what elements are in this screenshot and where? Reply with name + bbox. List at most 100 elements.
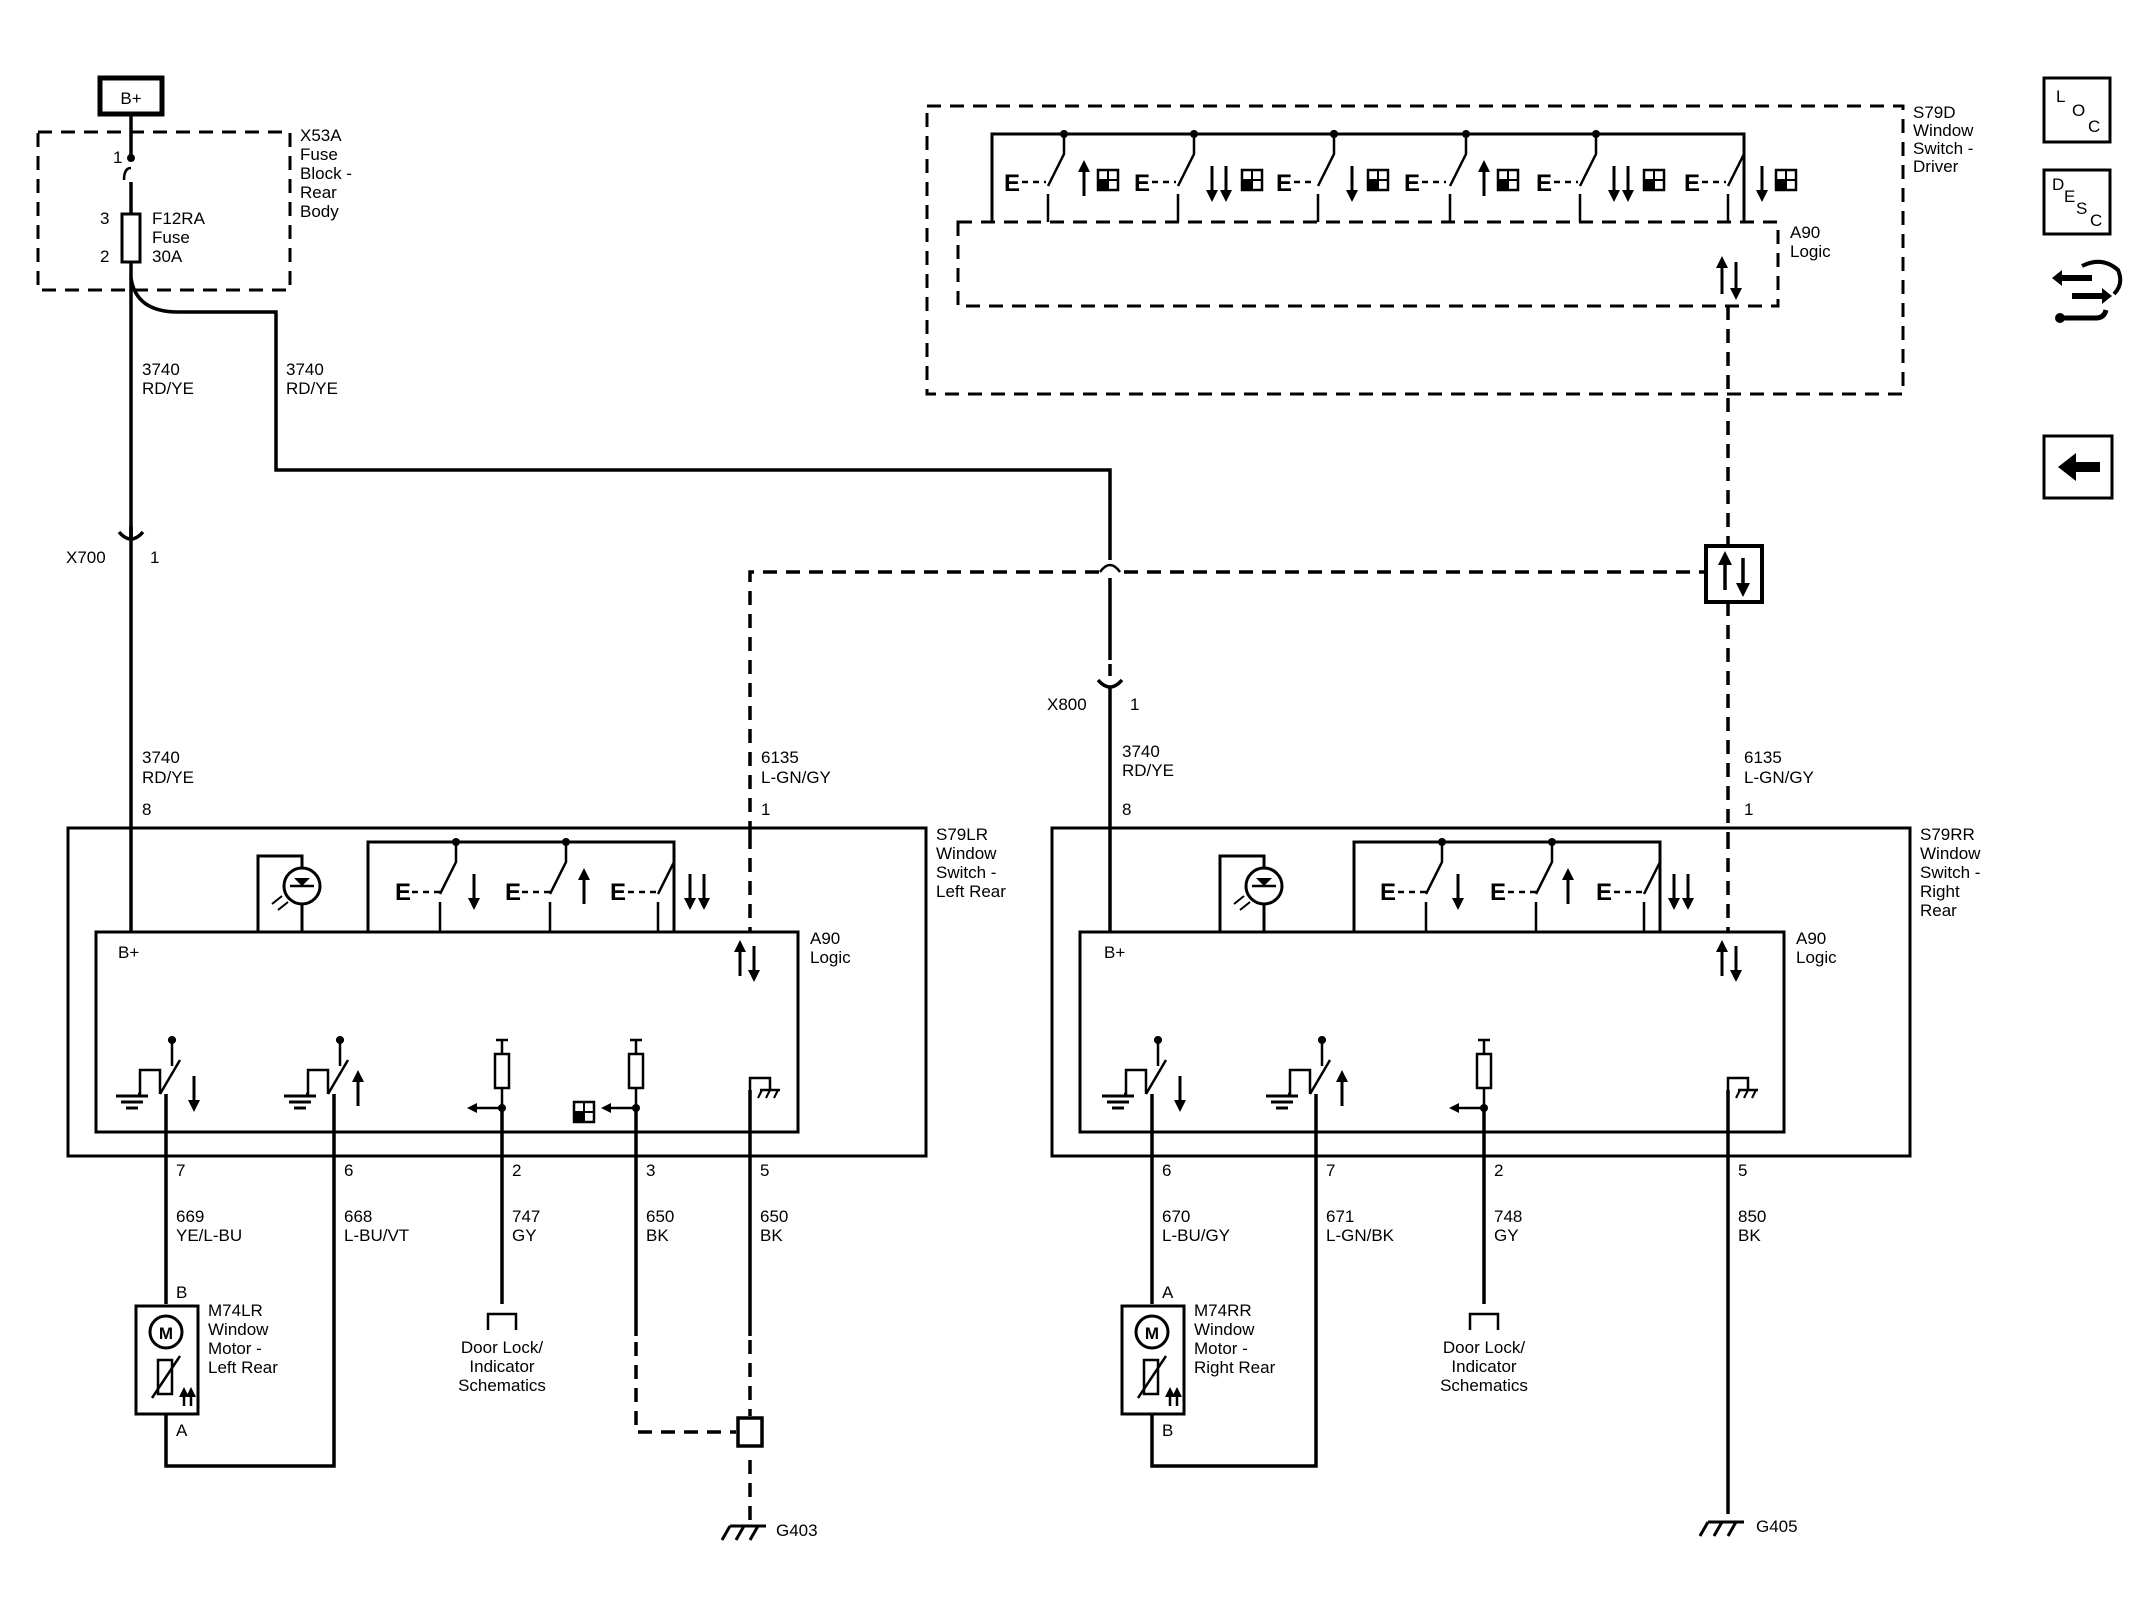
lr-pin-bottom-3: 2 bbox=[512, 1161, 521, 1180]
lr-motor-symbol bbox=[148, 1314, 184, 1350]
rr-motor-name-2: Window bbox=[1194, 1320, 1255, 1339]
lr-motor-pin-top: B bbox=[176, 1283, 187, 1302]
lr-pin-bottom-4: 3 bbox=[646, 1161, 655, 1180]
driver-switch-4: E bbox=[1404, 130, 1520, 222]
desc-letter-s: S bbox=[2076, 199, 2087, 218]
rr-switch-up: E bbox=[1490, 842, 1574, 932]
connector-view-icon[interactable] bbox=[2052, 259, 2123, 323]
rr-switch-down: E bbox=[1380, 842, 1464, 932]
rr-wire-col-1: L-BU/GY bbox=[1162, 1226, 1230, 1245]
lr-indicator-input bbox=[572, 1038, 645, 1124]
lr-ground-label: G403 bbox=[776, 1521, 818, 1540]
lr-switch-name-4: Left Rear bbox=[936, 882, 1006, 901]
lr-pin-bottom-2: 6 bbox=[344, 1161, 353, 1180]
fuse-block: B+ X53A Fuse Block - Rear Body 1 3 2 F12… bbox=[36, 75, 352, 540]
rr-switch-name-5: Rear bbox=[1920, 901, 1957, 920]
lr-ground-splice bbox=[736, 1416, 764, 1448]
loc-letter-l: L bbox=[2056, 87, 2065, 106]
fuse-name-1: F12RA bbox=[152, 209, 206, 228]
lr-relay-up bbox=[282, 1036, 364, 1110]
rr-motor-pin-top: A bbox=[1162, 1283, 1174, 1302]
rr-wire-6135-num: 6135 bbox=[1744, 748, 1782, 767]
lr-pin-1: 1 bbox=[761, 800, 770, 819]
rr-motor-name-1: M74RR bbox=[1194, 1301, 1252, 1320]
lr-motor-name-2: Window bbox=[208, 1320, 269, 1339]
rr-switch-name-2: Window bbox=[1920, 844, 1981, 863]
rr-wire-6135-col: L-GN/GY bbox=[1744, 768, 1814, 787]
driver-switch-1: E bbox=[1004, 130, 1120, 222]
loc-letter-c: C bbox=[2088, 117, 2100, 136]
rr-pin-8: 8 bbox=[1122, 800, 1131, 819]
lr-wire-col-3: GY bbox=[512, 1226, 537, 1245]
rr-wire-num-1: 670 bbox=[1162, 1207, 1190, 1226]
driver-sw5-e: E bbox=[1536, 170, 1552, 197]
rr-pin-1: 1 bbox=[1744, 800, 1753, 819]
rr-relay-up bbox=[1264, 1036, 1348, 1110]
lr-switch-express-down: E bbox=[610, 842, 710, 932]
rr-wire-3740-num: 3740 bbox=[1122, 742, 1160, 761]
lr-wire-3740-col: RD/YE bbox=[142, 768, 194, 787]
rr-relay-down bbox=[1100, 1036, 1186, 1112]
driver-switch-6: E bbox=[1684, 134, 1798, 222]
rr-sw-exp-e: E bbox=[1596, 879, 1612, 906]
rr-wire-col-2: L-GN/BK bbox=[1326, 1226, 1395, 1245]
driver-switch-name-3: Switch - bbox=[1913, 139, 1973, 158]
lr-motor-name-1: M74LR bbox=[208, 1301, 263, 1320]
fuse-block-name-1: X53A bbox=[300, 126, 342, 145]
fuse-name-3: 30A bbox=[152, 247, 183, 266]
lr-wire-col-1: YE/L-BU bbox=[176, 1226, 242, 1245]
b-plus-label: B+ bbox=[120, 89, 141, 108]
rr-lock-input bbox=[1449, 1038, 1493, 1113]
lr-wire-6135-col: L-GN/GY bbox=[761, 768, 831, 787]
wire-3740-b-col: RD/YE bbox=[286, 379, 338, 398]
lr-wire-num-1: 669 bbox=[176, 1207, 204, 1226]
x800-pin: 1 bbox=[1130, 695, 1139, 714]
right-rear-window-switch: S79RR Window Switch - Right Rear B+ A90 … bbox=[1050, 825, 1981, 1538]
rr-wire-num-3: 748 bbox=[1494, 1207, 1522, 1226]
rr-wire-col-3: GY bbox=[1494, 1226, 1519, 1245]
lr-sw-down-e: E bbox=[395, 879, 411, 906]
fuse-pin-2: 2 bbox=[100, 247, 109, 266]
desc-button-icon[interactable]: D E S C bbox=[2042, 168, 2112, 236]
fuse-block-name-5: Body bbox=[300, 202, 339, 221]
loc-button-icon[interactable]: L O C bbox=[2042, 76, 2112, 144]
desc-letter-d: D bbox=[2052, 175, 2064, 194]
lr-switch-name-1: S79LR bbox=[936, 825, 988, 844]
lr-wire-6135-num: 6135 bbox=[761, 748, 799, 767]
driver-sw3-e: E bbox=[1276, 170, 1292, 197]
lr-wire-num-4: 650 bbox=[646, 1207, 674, 1226]
driver-sw2-e: E bbox=[1134, 170, 1150, 197]
driver-logic-1: A90 bbox=[1790, 223, 1820, 242]
lr-wire-3740-num: 3740 bbox=[142, 748, 180, 767]
rr-door-lock-3: Schematics bbox=[1440, 1376, 1528, 1395]
driver-switch-name-1: S79D bbox=[1913, 103, 1956, 122]
fuse-f12ra bbox=[120, 212, 142, 264]
rr-logic-1: A90 bbox=[1796, 929, 1826, 948]
wire-3740-a-col: RD/YE bbox=[142, 379, 194, 398]
loc-letter-o: O bbox=[2072, 101, 2085, 120]
driver-switch-2: E bbox=[1134, 130, 1264, 222]
rr-wire-3740-col: RD/YE bbox=[1122, 761, 1174, 780]
rr-motor-m: M bbox=[1145, 1324, 1159, 1343]
rr-wire-num-2: 671 bbox=[1326, 1207, 1354, 1226]
rr-bplus: B+ bbox=[1104, 943, 1125, 962]
driver-switch-3: E bbox=[1276, 130, 1390, 222]
lr-motor-name-4: Left Rear bbox=[208, 1358, 278, 1377]
left-rear-window-switch: S79LR Window Switch - Left Rear B+ A90 L… bbox=[66, 825, 1006, 1542]
desc-letter-c: C bbox=[2090, 211, 2102, 230]
x700-pin: 1 bbox=[150, 548, 159, 567]
rr-pin-bottom-1: 6 bbox=[1162, 1161, 1171, 1180]
lr-relay-down bbox=[114, 1036, 200, 1112]
lr-wire-num-2: 668 bbox=[344, 1207, 372, 1226]
driver-sw1-e: E bbox=[1004, 170, 1020, 197]
rr-door-lock-reference: Door Lock/ Indicator Schematics bbox=[1440, 1312, 1528, 1395]
back-arrow-icon[interactable] bbox=[2042, 434, 2114, 500]
connector-x800: X800 1 3740 RD/YE 8 bbox=[1047, 664, 1174, 835]
rr-window-motor: M A B M74RR Window Motor - Right Rear bbox=[1120, 1283, 1276, 1444]
rr-switch-name-4: Right bbox=[1920, 882, 1960, 901]
rr-pin-bottom-2: 7 bbox=[1326, 1161, 1335, 1180]
lr-pin-bottom-1: 7 bbox=[176, 1161, 185, 1180]
lr-motor-pin-bottom: A bbox=[176, 1421, 188, 1440]
rr-door-lock-1: Door Lock/ bbox=[1443, 1338, 1525, 1357]
wire-3740-a-num: 3740 bbox=[142, 360, 180, 379]
